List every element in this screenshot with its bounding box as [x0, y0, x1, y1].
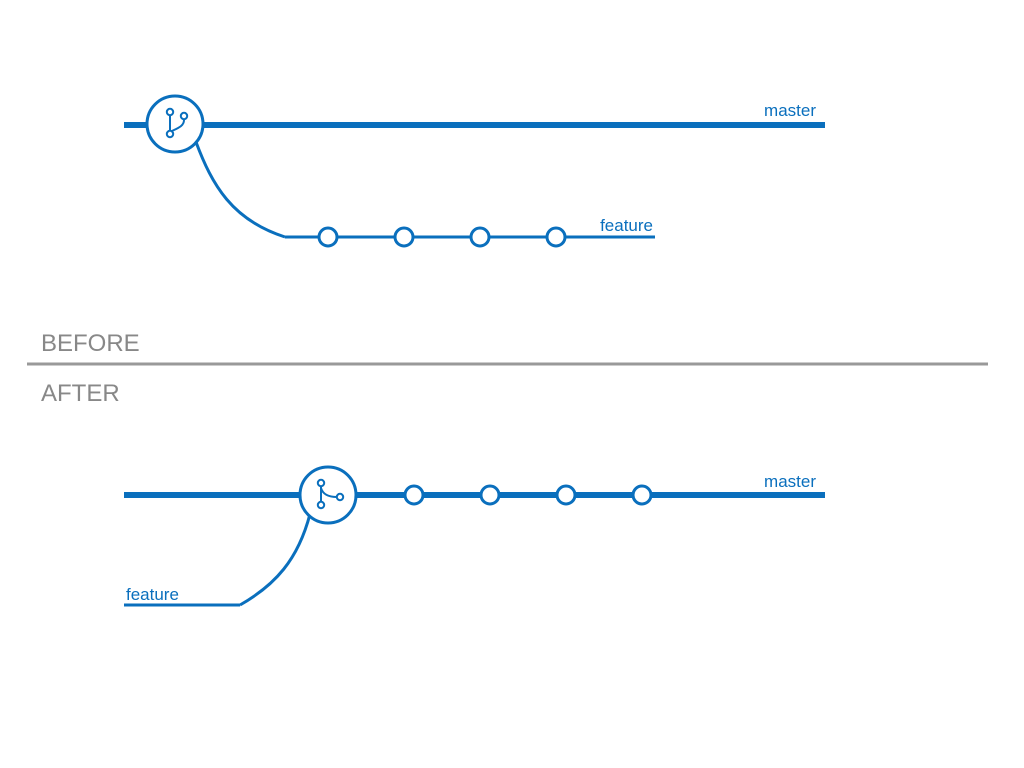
before-master-label: master — [764, 101, 816, 120]
after-master-commit-1 — [403, 484, 425, 506]
after-master-commit-3 — [555, 484, 577, 506]
before-feature-branch-curve — [194, 141, 286, 239]
before-feature-commit-2 — [393, 226, 415, 248]
after-master-commit-2 — [479, 484, 501, 506]
git-branch-icon — [165, 107, 189, 139]
before-feature-label: feature — [600, 216, 653, 235]
after-feature-branch-curve — [239, 513, 312, 607]
after-feature-label: feature — [126, 585, 179, 604]
before-feature-commit-1 — [317, 226, 339, 248]
before-feature-commits — [317, 226, 567, 248]
after-master-commit-4 — [631, 484, 653, 506]
before-feature-commit-3 — [469, 226, 491, 248]
before-feature-commit-4 — [545, 226, 567, 248]
git-merge-icon — [316, 478, 345, 510]
before-branch-point-node — [145, 94, 205, 154]
after-section-label: AFTER — [41, 380, 120, 407]
after-merge-node — [298, 465, 358, 525]
after-diagram: master feature — [124, 465, 825, 607]
before-diagram: master feature — [124, 94, 825, 248]
after-master-label: master — [764, 472, 816, 491]
after-master-commits — [403, 484, 653, 506]
before-section-label: BEFORE — [41, 330, 140, 357]
